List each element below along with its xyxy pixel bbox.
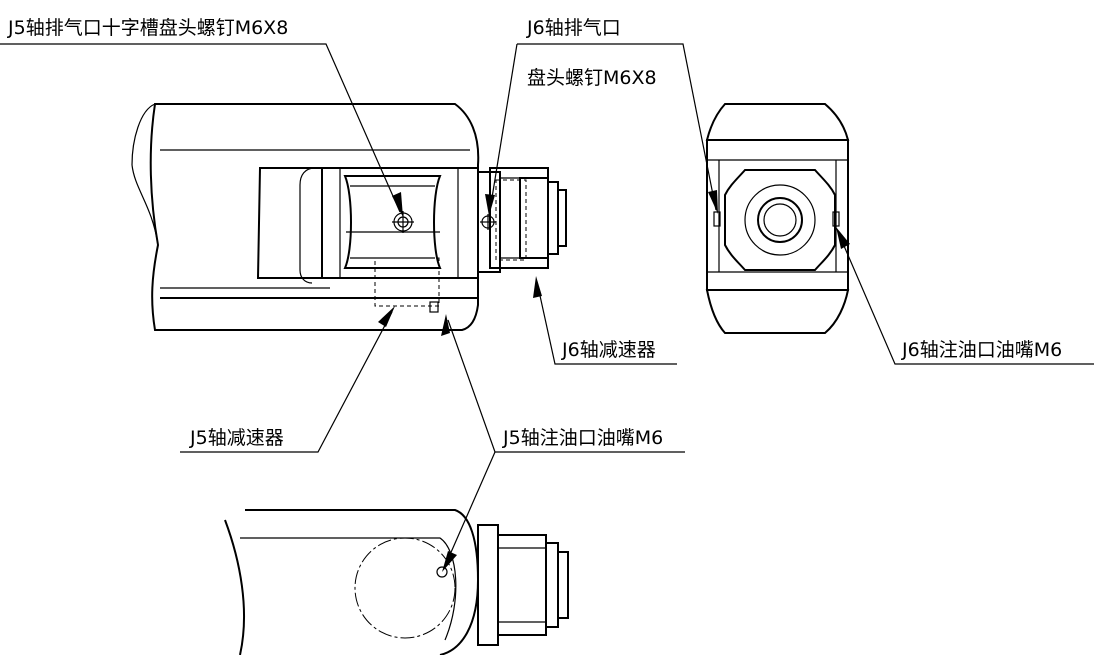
label-j6-reducer: J6轴减速器 <box>561 339 656 361</box>
label-j5-vent-screw: J5轴排气口十字槽盘头螺钉M6X8 <box>7 17 288 39</box>
label-j6-vent-screw: 盘头螺钉M6X8 <box>527 67 657 89</box>
leader-lines <box>0 43 1094 572</box>
label-j6-grease-nipple: J6轴注油口油嘴M6 <box>901 339 1062 361</box>
label-j5-reducer: J5轴减速器 <box>189 427 284 449</box>
label-j5-grease-nipple: J5轴注油口油嘴M6 <box>502 427 663 449</box>
side-view-j5-j6 <box>131 103 567 331</box>
end-view-j6 <box>705 103 850 334</box>
label-j6-vent: J6轴排气口 <box>526 17 621 39</box>
bottom-view-j5 <box>224 509 569 655</box>
